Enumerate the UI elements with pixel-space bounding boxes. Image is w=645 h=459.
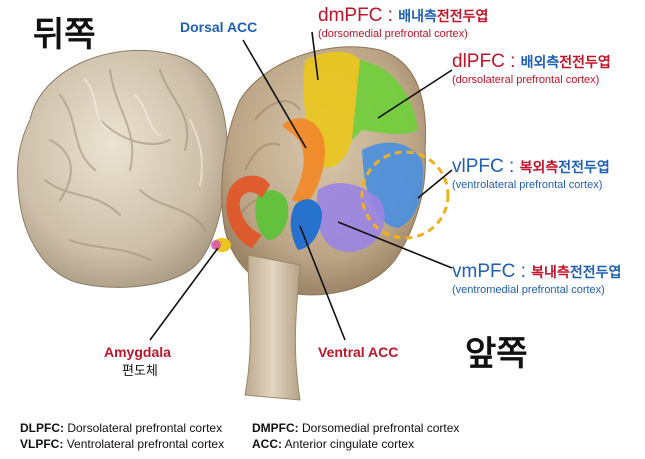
dmpfc-ko-1: 배내측 <box>398 8 437 24</box>
amygdala-label: Amygdala <box>104 344 171 360</box>
vlpfc-ko-1: 복외측 <box>519 159 559 175</box>
dlpfc-abbr: dlPFC <box>452 51 505 72</box>
legend-vlpfc: VLPFC: Ventrolateral prefrontal cortex <box>20 437 225 451</box>
dmpfc-english: (dorsomedial prefrontal cortex) <box>318 27 468 40</box>
vlpfc-abbr: vlPFC <box>452 156 504 177</box>
posterior-brain-view <box>17 50 228 288</box>
amygdala-marker <box>211 240 221 250</box>
vmpfc-ko-2: 전전두엽 <box>569 264 622 280</box>
back-label: 뒤쪽 <box>33 15 96 55</box>
vmpfc-english: (ventromedial prefrontal cortex) <box>452 283 605 296</box>
ventral-acc-label: Ventral ACC <box>318 344 399 360</box>
hippocampus-region <box>226 175 270 248</box>
vlpfc-label: vlPFC : 복외측전전두엽 (ventrolateral prefronta… <box>452 156 610 191</box>
dlpfc-english: (dorsolateral prefrontal cortex) <box>452 73 600 86</box>
vmpfc-label: vmPFC : 복내측전전두엽 (ventromedial prefrontal… <box>452 261 622 296</box>
dorsal-acc-label: Dorsal ACC <box>180 19 258 35</box>
amygdala-ko-label: 편도체 <box>122 363 158 378</box>
dlpfc-region <box>352 60 418 140</box>
dorsal-acc-region <box>282 118 325 205</box>
leader-lines <box>149 31 453 341</box>
front-label: 앞쪽 <box>465 334 528 374</box>
legend-dmpfc: DMPFC: Dorsomedial prefrontal cortex <box>252 421 460 435</box>
legend-acc: ACC: Anterior cingulate cortex <box>252 437 415 451</box>
vlpfc-english: (ventrolateral prefrontal cortex) <box>452 178 603 191</box>
dlpfc-ko-1: 배외측 <box>520 54 560 70</box>
vmpfc-abbr: vmPFC <box>452 261 516 282</box>
legend-dlpfc: DLPFC: Dorsolateral prefrontal cortex <box>20 421 223 435</box>
dlpfc-label: dlPFC : 배외측전전두엽 (dorsolateral prefrontal… <box>452 51 611 86</box>
dmpfc-abbr: dmPFC <box>318 5 383 26</box>
dlpfc-ko-2: 전전두엽 <box>559 54 611 70</box>
dmpfc-ko-2: 전전두엽 <box>436 8 489 24</box>
vlpfc-highlight-circle <box>360 150 450 240</box>
vlpfc-ko-2: 전전두엽 <box>558 159 610 175</box>
vmpfc-ko-1: 복내측 <box>531 264 570 280</box>
ventral-acc-region <box>290 199 322 250</box>
dmpfc-label: dmPFC : 배내측전전두엽 (dorsomedial prefrontal … <box>318 5 489 40</box>
thalamus-region <box>255 190 289 240</box>
